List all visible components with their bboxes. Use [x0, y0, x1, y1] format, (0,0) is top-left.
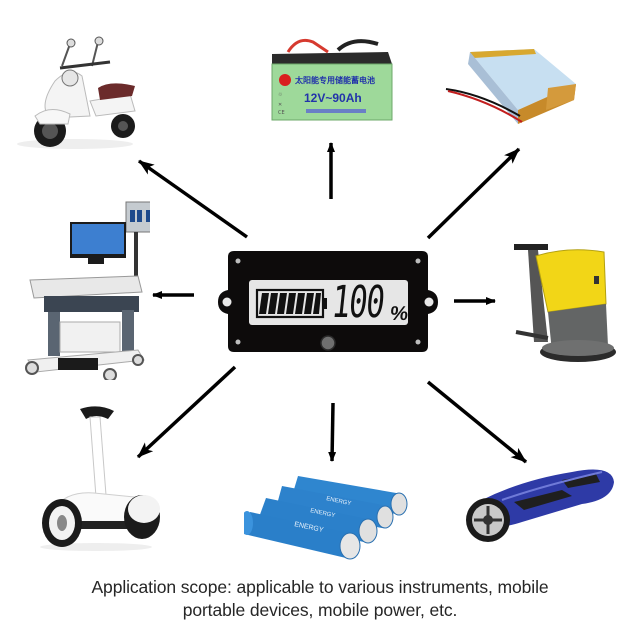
screw-icon	[415, 258, 421, 264]
battery-level-icon	[255, 288, 327, 319]
application-floor-scrubber	[508, 242, 618, 366]
floor-scrubber-icon	[514, 244, 616, 362]
application-medical-cart	[18, 200, 150, 380]
arrow-to-hoverboard	[426, 380, 528, 464]
application-scooter	[10, 36, 140, 151]
battery-maker-text: 太阳能专用储能蓄电池	[294, 75, 375, 85]
screw-icon	[235, 339, 241, 345]
application-balance-scooter	[36, 405, 166, 553]
lcd-readout: 100 %	[329, 277, 412, 328]
percent-value: 100	[329, 277, 387, 328]
battery-rating-text: 12V~90Ah	[304, 91, 362, 105]
svg-text:✕: ✕	[278, 102, 282, 108]
mode-button[interactable]	[320, 335, 336, 351]
svg-text:♲: ♲	[278, 92, 283, 98]
caption: Application scope: applicable to various…	[0, 576, 640, 622]
caption-line-1: Application scope: applicable to various…	[91, 577, 549, 597]
hoverboard-icon	[466, 469, 614, 542]
svg-text:CE: CE	[278, 110, 285, 116]
arrow-to-cylindrical-cells	[328, 402, 337, 462]
mount-hole-left	[222, 297, 232, 307]
lithium-battery-icon	[445, 49, 576, 124]
caption-line-2: portable devices, mobile power, etc.	[182, 600, 458, 620]
application-lead-acid-battery: 太阳能专用储能蓄电池 12V~90Ah ♲ ✕ CE	[268, 34, 396, 124]
percent-symbol: %	[389, 303, 410, 325]
application-hoverboard	[462, 460, 622, 546]
lead-acid-battery-icon: 太阳能专用储能蓄电池 12V~90Ah ♲ ✕ CE	[271, 38, 393, 121]
scooter-icon	[17, 36, 136, 149]
indicator-body	[218, 251, 438, 352]
screw-icon	[235, 258, 241, 264]
battery-indicator-device: 100 %	[214, 248, 442, 358]
cylindrical-cells-icon: ENERGY ENERGY ENERGY	[244, 476, 408, 560]
arrow-to-scooter	[137, 159, 249, 239]
balance-scooter-icon	[40, 406, 160, 551]
application-cylindrical-cells: ENERGY ENERGY ENERGY	[244, 468, 414, 560]
application-lithium-polymer-battery	[442, 44, 617, 144]
arrow-to-balance-scooter	[136, 365, 237, 459]
cell-brand-text: ENERGY	[326, 496, 352, 507]
medical-cart-icon	[25, 201, 150, 380]
mount-hole-right	[424, 297, 434, 307]
cell-brand-text: ENERGY	[310, 508, 336, 519]
arrow-to-lithium-battery	[426, 147, 521, 240]
screw-icon	[415, 339, 421, 345]
